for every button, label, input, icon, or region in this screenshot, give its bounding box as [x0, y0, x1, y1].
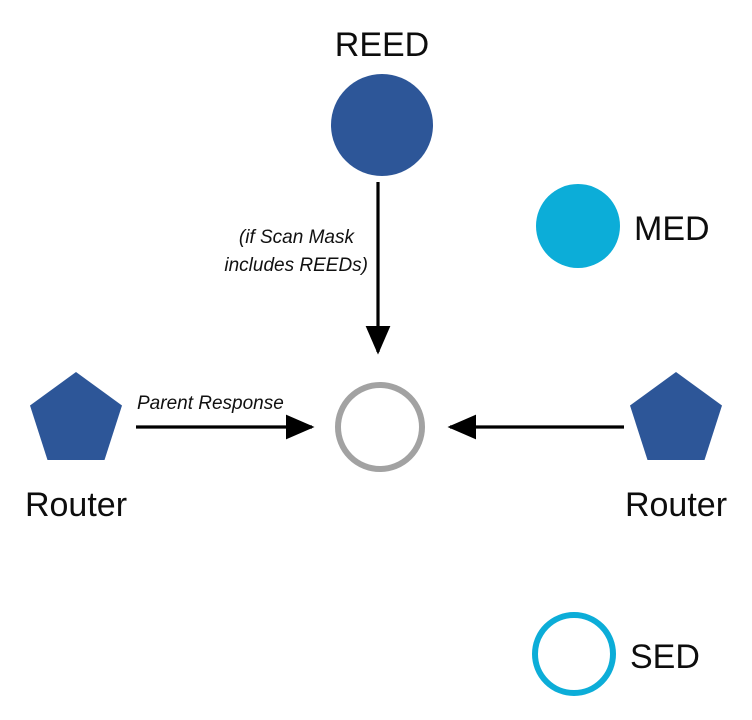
edge-label-group: (if Scan Mask includes REEDs) Parent Res…	[137, 227, 368, 414]
node-router-right-shape[interactable]	[630, 372, 722, 460]
node-group	[30, 74, 722, 696]
node-label-router-left: Router	[25, 486, 127, 524]
node-label-router-right: Router	[625, 486, 727, 524]
node-sed-shape[interactable]	[532, 612, 616, 696]
edge-group	[136, 182, 624, 440]
node-router-left-shape[interactable]	[30, 372, 122, 460]
edge-label-parent-response: Parent Response	[137, 393, 284, 414]
node-label-med: MED	[634, 210, 710, 248]
node-label-group: REED MED Router Router SED	[25, 26, 727, 676]
node-reed-shape[interactable]	[331, 74, 433, 176]
node-label-sed: SED	[630, 638, 700, 676]
edge-label-scan-mask-line1: (if Scan Mask	[239, 227, 356, 248]
node-center-shape[interactable]	[335, 382, 425, 472]
node-med-shape[interactable]	[536, 184, 620, 268]
edge-label-scan-mask-line2: includes REEDs)	[224, 255, 368, 276]
node-label-reed: REED	[335, 26, 429, 64]
